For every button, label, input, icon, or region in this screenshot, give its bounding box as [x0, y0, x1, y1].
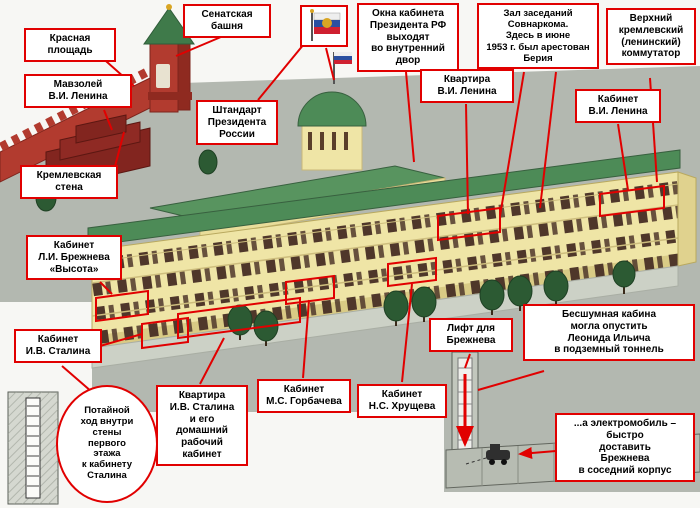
senate-main-facade — [87, 149, 697, 369]
east-end-wall — [677, 171, 697, 267]
label-stalin-apartment: Квартира И.В. Сталина и его домашний раб… — [156, 385, 248, 466]
label-brezhnev-office: Кабинет Л.И. Брежнева «Высота» — [26, 235, 122, 281]
label-stalin-office: Кабинет И.В. Сталина — [14, 329, 102, 363]
label-president-windows: Окна кабинета Президента РФ выходят во в… — [357, 3, 459, 72]
trees — [35, 149, 636, 346]
dome-flag-icon — [334, 52, 352, 64]
facade-roof — [87, 149, 681, 247]
electric-car — [486, 444, 510, 465]
highlight-lenin-apartment — [437, 206, 501, 242]
label-kremlin-switchboard: Верхний кремлевский (ленинский) коммутат… — [606, 8, 696, 66]
label-presidential-standard: Штандарт Президента России — [196, 100, 278, 146]
label-lenin-office: Кабинет В.И. Ленина — [575, 89, 661, 123]
highlight-lenin-office — [599, 184, 665, 218]
highlight-khrushchev-office — [387, 256, 437, 288]
highlight-gorbachev-office — [285, 274, 335, 306]
secret-passage-structure — [7, 391, 59, 505]
connector-lines — [61, 33, 658, 459]
label-mausoleum: Мавзолей В.И. Ленина — [24, 74, 132, 108]
highlight-brezhnev-office — [95, 289, 149, 323]
senate-dome — [297, 52, 367, 171]
label-sovnarkom-hall: Зал заседаний Совнаркома. Здесь в июне 1… — [477, 3, 599, 70]
highlight-stalin-office — [141, 316, 189, 350]
label-red-square: Красная площадь — [24, 28, 116, 62]
senate-tower — [143, 4, 195, 113]
label-khrushchev-office: Кабинет Н.С. Хрущева — [357, 384, 447, 418]
tunnel-arrow — [518, 447, 557, 459]
flag-icon — [310, 9, 341, 41]
label-lenin-apartment: Квартира В.И. Ленина — [420, 69, 514, 103]
label-gorbachev-office: Кабинет М.С. Горбачева — [257, 379, 351, 413]
label-senate-tower: Сенатская башня — [183, 4, 271, 38]
window-highlight-boxes — [95, 184, 665, 350]
label-electric-car: ...а электромобиль – быстро доставить Бр… — [555, 413, 695, 482]
presidential-standard-flag-box — [300, 5, 348, 47]
highlight-stalin-apartment — [177, 296, 301, 340]
label-secret-passage: Потайной ход внутри стены первого этажа … — [56, 385, 158, 503]
label-silent-cabin: Бесшумная кабина могла опустить Леонида … — [523, 304, 695, 362]
label-brezhnev-elevator: Лифт для Брежнева — [429, 318, 513, 352]
label-kremlin-wall: Кремлевская стена — [20, 165, 118, 199]
